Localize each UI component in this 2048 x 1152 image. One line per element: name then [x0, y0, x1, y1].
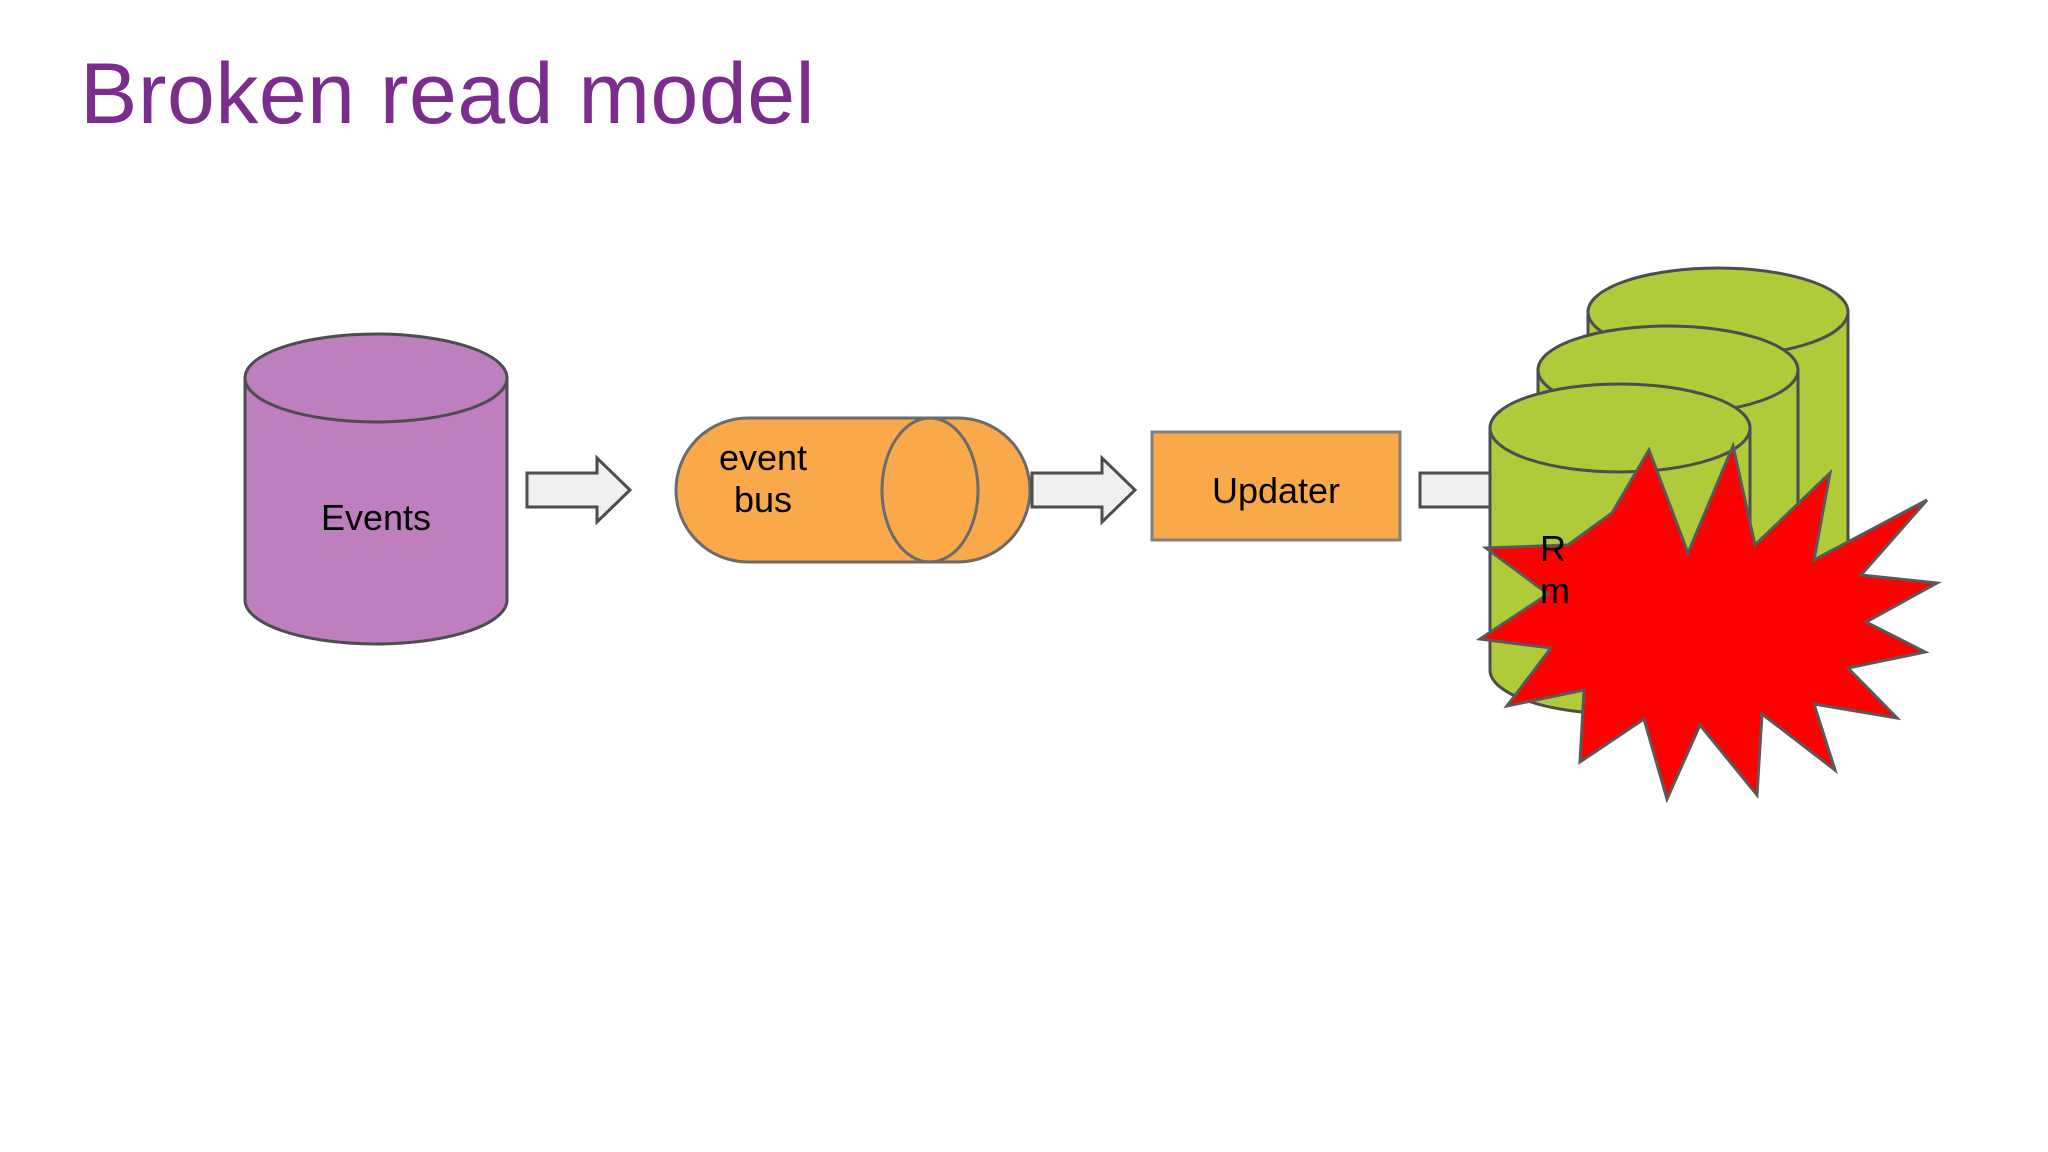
page-title: Broken read model: [80, 46, 816, 142]
events-cylinder-body: [243, 376, 509, 646]
block-arrow-icon: [525, 454, 633, 526]
eventbus-cylinder-cap: [880, 416, 980, 564]
arrow-bus-to-updater[interactable]: [1030, 454, 1138, 526]
node-event-bus[interactable]: [674, 416, 1032, 564]
arrow-events-to-bus[interactable]: [525, 454, 633, 526]
explosion-starburst-icon: [1475, 441, 1942, 804]
events-cylinder-top: [243, 332, 509, 424]
explosion-annotation[interactable]: [1475, 441, 1942, 804]
node-updater[interactable]: [1150, 430, 1402, 542]
block-arrow-icon: [1030, 454, 1138, 526]
updater-rectangle: [1150, 430, 1402, 542]
node-events[interactable]: [243, 332, 509, 646]
